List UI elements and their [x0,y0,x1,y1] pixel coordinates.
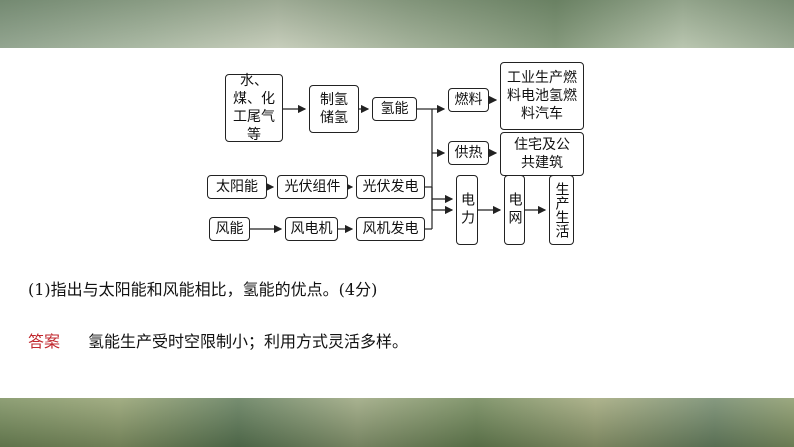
pv-power-label: 光伏发电 [362,179,419,195]
wind-turbine-label: 风电机 [290,221,333,237]
solar-box: 太阳能 [207,175,267,199]
life-box: 生产生活 [549,175,574,245]
heating-label: 供热 [454,145,483,161]
wind-power-label: 风机发电 [362,221,419,237]
pv-module-box: 光伏组件 [277,175,348,199]
wind-label: 风能 [215,221,244,237]
fuel-box: 燃料 [448,88,489,112]
heating-uses-label: 住宅及公共建筑 [514,137,570,171]
pv-module-label: 光伏组件 [284,179,341,195]
solar-label: 太阳能 [216,179,258,195]
question-text: (1)指出与太阳能和风能相比，氢能的优点。(4分) [28,280,378,299]
grid-box: 电网 [504,175,525,245]
wind-turbine-box: 风电机 [285,217,338,241]
heating-box: 供热 [448,141,489,165]
pv-power-box: 光伏发电 [356,175,425,199]
wind-power-box: 风机发电 [356,217,425,241]
answer-label: 答案 [28,332,61,351]
source-box: 水、煤、化工尾气等 [225,73,283,143]
background-top-photo [0,0,794,48]
grid-label: 电网 [506,192,523,228]
hydrogen-production-box: 制氢储氢 [309,85,359,133]
electricity-box: 电力 [456,175,478,245]
hydrogen-production-label: 制氢储氢 [320,92,348,126]
life-label: 生产生活 [553,182,570,238]
wind-box: 风能 [209,217,250,241]
hydrogen-energy-label: 氢能 [380,101,409,117]
hydrogen-energy-box: 氢能 [372,97,417,121]
background-bottom-photo [0,398,794,447]
fuel-label: 燃料 [454,92,483,108]
fuel-uses-box: 工业生产燃料电池氢燃料汽车 [500,62,584,130]
fuel-uses-label: 工业生产燃料电池氢燃料汽车 [507,70,577,122]
source-box-label: 水、煤、化工尾气等 [233,73,275,143]
answer-text: 氢能生产受时空限制小；利用方式灵活多样。 [88,332,409,351]
heating-uses-box: 住宅及公共建筑 [500,132,584,176]
electricity-label: 电力 [459,192,475,228]
